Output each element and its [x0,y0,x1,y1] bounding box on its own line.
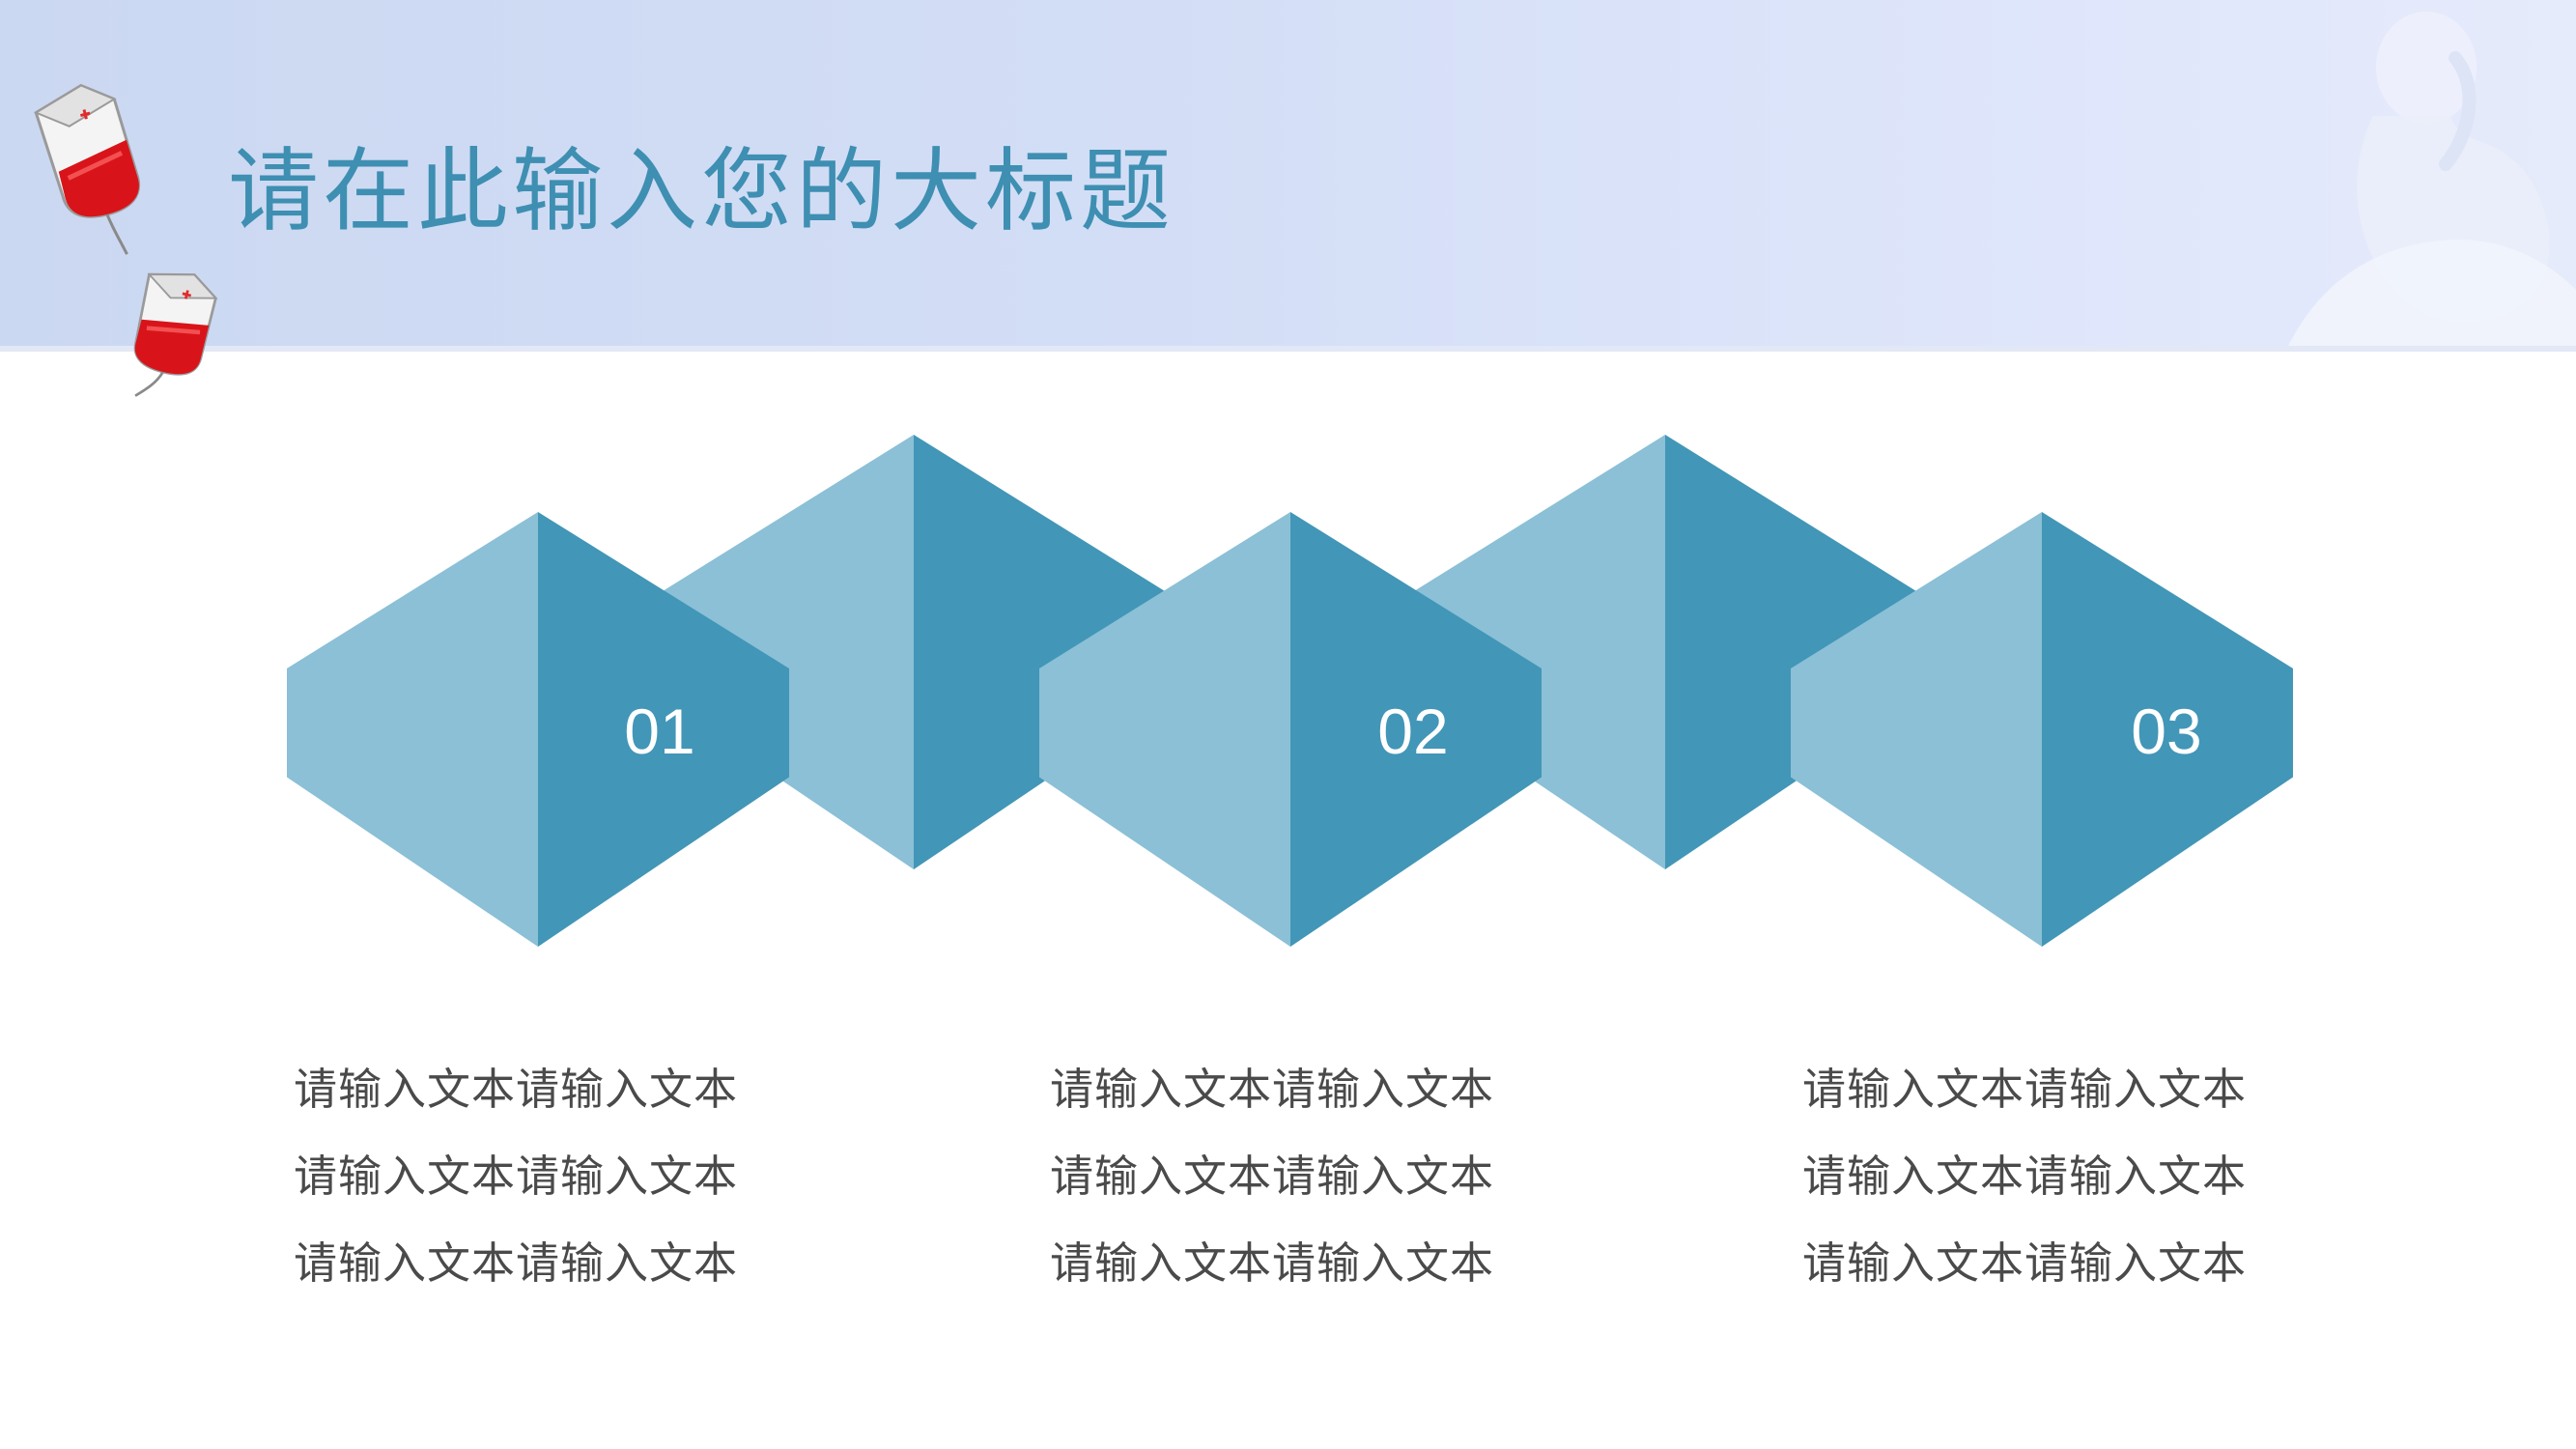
header-banner [0,0,2576,350]
text-line: 请输入文本请输入文本 [294,1064,739,1115]
connector-hexagon-1 [663,435,1165,869]
text-line: 请输入文本请输入文本 [1050,1151,1495,1202]
blood-bag-icon [34,83,141,255]
step-hexagon-03 [1791,512,2293,947]
step-number-03: 03 [2131,696,2202,767]
text-line: 请输入文本请输入文本 [1802,1064,2248,1115]
connector-hexagon-2-left-face [1414,435,1665,869]
step-hexagon-01-right-face [538,512,789,947]
text-line: 请输入文本请输入文本 [294,1151,739,1202]
header-divider [0,346,2576,352]
text-line: 请输入文本请输入文本 [1050,1064,1495,1115]
blood-bag-icon [133,272,218,397]
connector-hexagon-2 [1414,435,1916,869]
step-hexagon-03-left-face [1791,512,2042,947]
text-line: 请输入文本请输入文本 [1802,1237,2248,1289]
fetus-watermark [2286,12,2576,350]
step-description-01: 请输入文本请输入文本 请输入文本请输入文本 请输入文本请输入文本 [294,1053,835,1314]
step-description-02: 请输入文本请输入文本 请输入文本请输入文本 请输入文本请输入文本 [1050,1053,1591,1314]
text-line: 请输入文本请输入文本 [1050,1237,1495,1289]
step-number-02: 02 [1377,696,1449,767]
step-description-03: 请输入文本请输入文本 请输入文本请输入文本 请输入文本请输入文本 [1802,1053,2343,1314]
step-hexagon-03-right-face [2042,512,2293,947]
step-hexagon-01 [287,512,789,947]
page-title: 请在此输入您的大标题 [228,139,1175,244]
text-line: 请输入文本请输入文本 [294,1237,739,1289]
connector-hexagon-1-left-face [663,435,914,869]
step-hexagon-01-left-face [287,512,538,947]
step-hexagon-02-left-face [1039,512,1290,947]
connector-hexagon-1-right-face [914,435,1165,869]
connector-hexagon-2-right-face [1665,435,1916,869]
step-number-01: 01 [624,696,695,767]
step-hexagon-02-right-face [1290,512,1542,947]
step-hexagon-02 [1039,512,1542,947]
text-line: 请输入文本请输入文本 [1802,1151,2248,1202]
